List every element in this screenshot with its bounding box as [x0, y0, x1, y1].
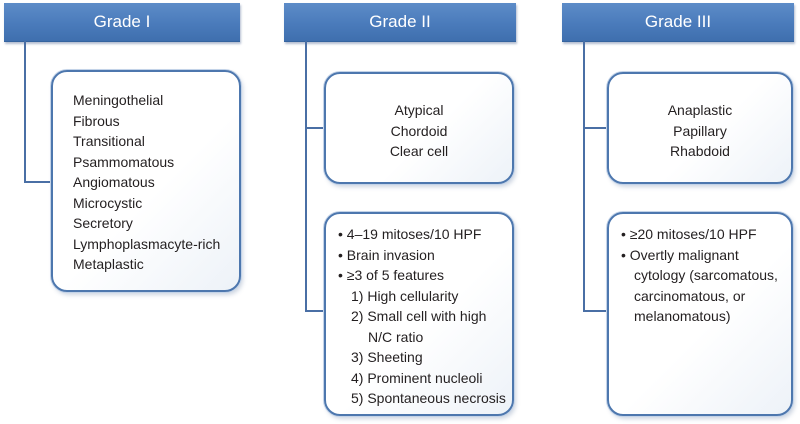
grade-3-connector-criteria — [583, 310, 607, 312]
grade-3-connector-subtypes — [583, 127, 607, 129]
subtype-item: Atypical — [394, 102, 444, 118]
grade-2-connector-criteria — [305, 310, 324, 312]
subtype-item: Rhabdoid — [670, 143, 730, 159]
grade-3-criteria-box: • ≥20 mitoses/10 HPF • Overtly malignant… — [607, 212, 793, 416]
subtype-item: Psammomatous — [73, 153, 175, 170]
grade-3-header: Grade III — [562, 3, 794, 42]
subtype-item: Angiomatous — [73, 174, 155, 190]
subtype-item: Fibrous — [73, 112, 120, 129]
feature-item: 2) Small cell with high N/C ratio — [351, 308, 487, 345]
subtype-item: Clear cell — [389, 143, 449, 159]
grade-2-subtypes-box: Atypical Chordoid Clear cell — [324, 72, 514, 184]
grade-3-title: Grade III — [644, 12, 712, 31]
subtype-item: Meningothelial — [73, 92, 164, 108]
grade-3-subtypes-box: Anaplastic Papillary Rhabdoid — [607, 72, 793, 184]
subtype-item: Papillary — [673, 122, 727, 139]
grade-2-connector-vertical — [305, 41, 307, 311]
subtype-item: Metaplastic — [73, 256, 144, 272]
feature-item: 1) High cellularity — [351, 287, 459, 304]
subtype-item: Secretory — [73, 215, 133, 231]
grade-1-title: Grade I — [93, 12, 151, 31]
criteria-bullet: • 4–19 mitoses/10 HPF — [338, 226, 482, 242]
criteria-bullet: • ≥20 mitoses/10 HPF — [621, 226, 757, 242]
grade-2-criteria-box: • 4–19 mitoses/10 HPF • Brain invasion •… — [324, 212, 514, 416]
grade-3-connector-vertical — [583, 41, 585, 311]
subtype-item: Microcystic — [73, 194, 143, 211]
grade-1-connector-vertical — [24, 41, 26, 182]
grade-2-title: Grade II — [369, 12, 431, 31]
feature-item: 4) Prominent nucleoli — [351, 369, 483, 386]
grade-1-header: Grade I — [4, 3, 240, 42]
grade-2-header: Grade II — [284, 3, 516, 42]
criteria-bullet: • ≥3 of 5 features — [338, 267, 444, 283]
feature-item: 3) Sheeting — [351, 349, 423, 365]
grade-2-connector-subtypes — [305, 127, 324, 129]
subtype-item: Anaplastic — [667, 102, 733, 118]
subtype-item: Chordoid — [390, 122, 448, 139]
criteria-bullet: • Brain invasion — [338, 246, 435, 263]
subtype-item: Lymphoplasmacyte-rich — [73, 235, 221, 252]
grade-1-connector-horizontal — [24, 181, 51, 183]
criteria-bullet: • Overtly malignant cytology (sarcomatou… — [621, 246, 778, 325]
feature-item: 5) Spontaneous necrosis — [351, 390, 506, 406]
subtype-item: Transitional — [73, 133, 145, 149]
grade-1-subtypes-box: Meningothelial Fibrous Transitional Psam… — [51, 70, 241, 292]
